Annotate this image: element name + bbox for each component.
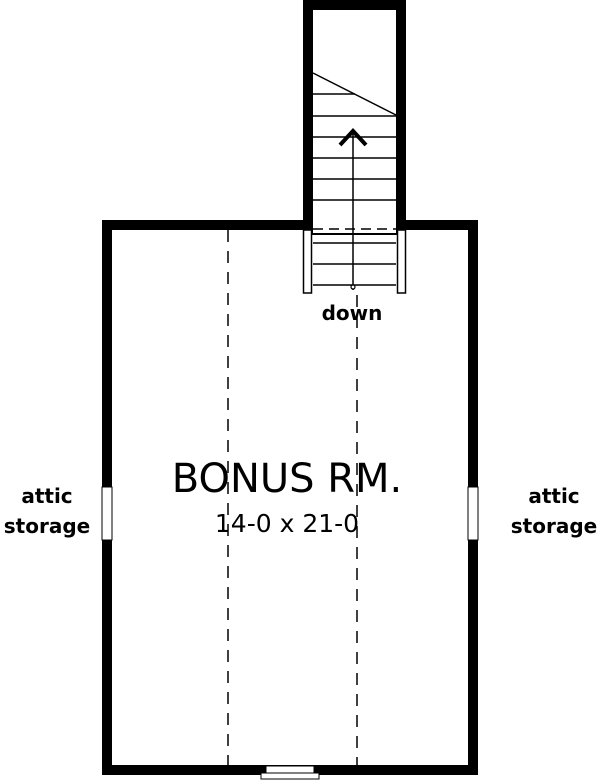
ceiling-slope-lines — [227, 230, 358, 765]
room-name: BONUS RM. — [172, 456, 403, 502]
right-storage-label: storage — [511, 514, 597, 538]
room-dimensions: 14-0 x 21-0 — [215, 509, 359, 538]
stair-direction-arrow — [338, 128, 368, 290]
window-left — [101, 486, 113, 541]
right-attic-label: attic — [528, 484, 579, 508]
window-bottom — [265, 765, 315, 774]
left-attic-label: attic — [21, 484, 72, 508]
stair-treads — [312, 72, 397, 286]
stair-label: down — [322, 301, 383, 325]
stair-tower-walls — [303, 0, 406, 235]
left-storage-label: storage — [4, 514, 90, 538]
stair-rail-right — [396, 229, 407, 294]
window-right — [467, 486, 479, 541]
stair-rail-left — [302, 229, 313, 294]
